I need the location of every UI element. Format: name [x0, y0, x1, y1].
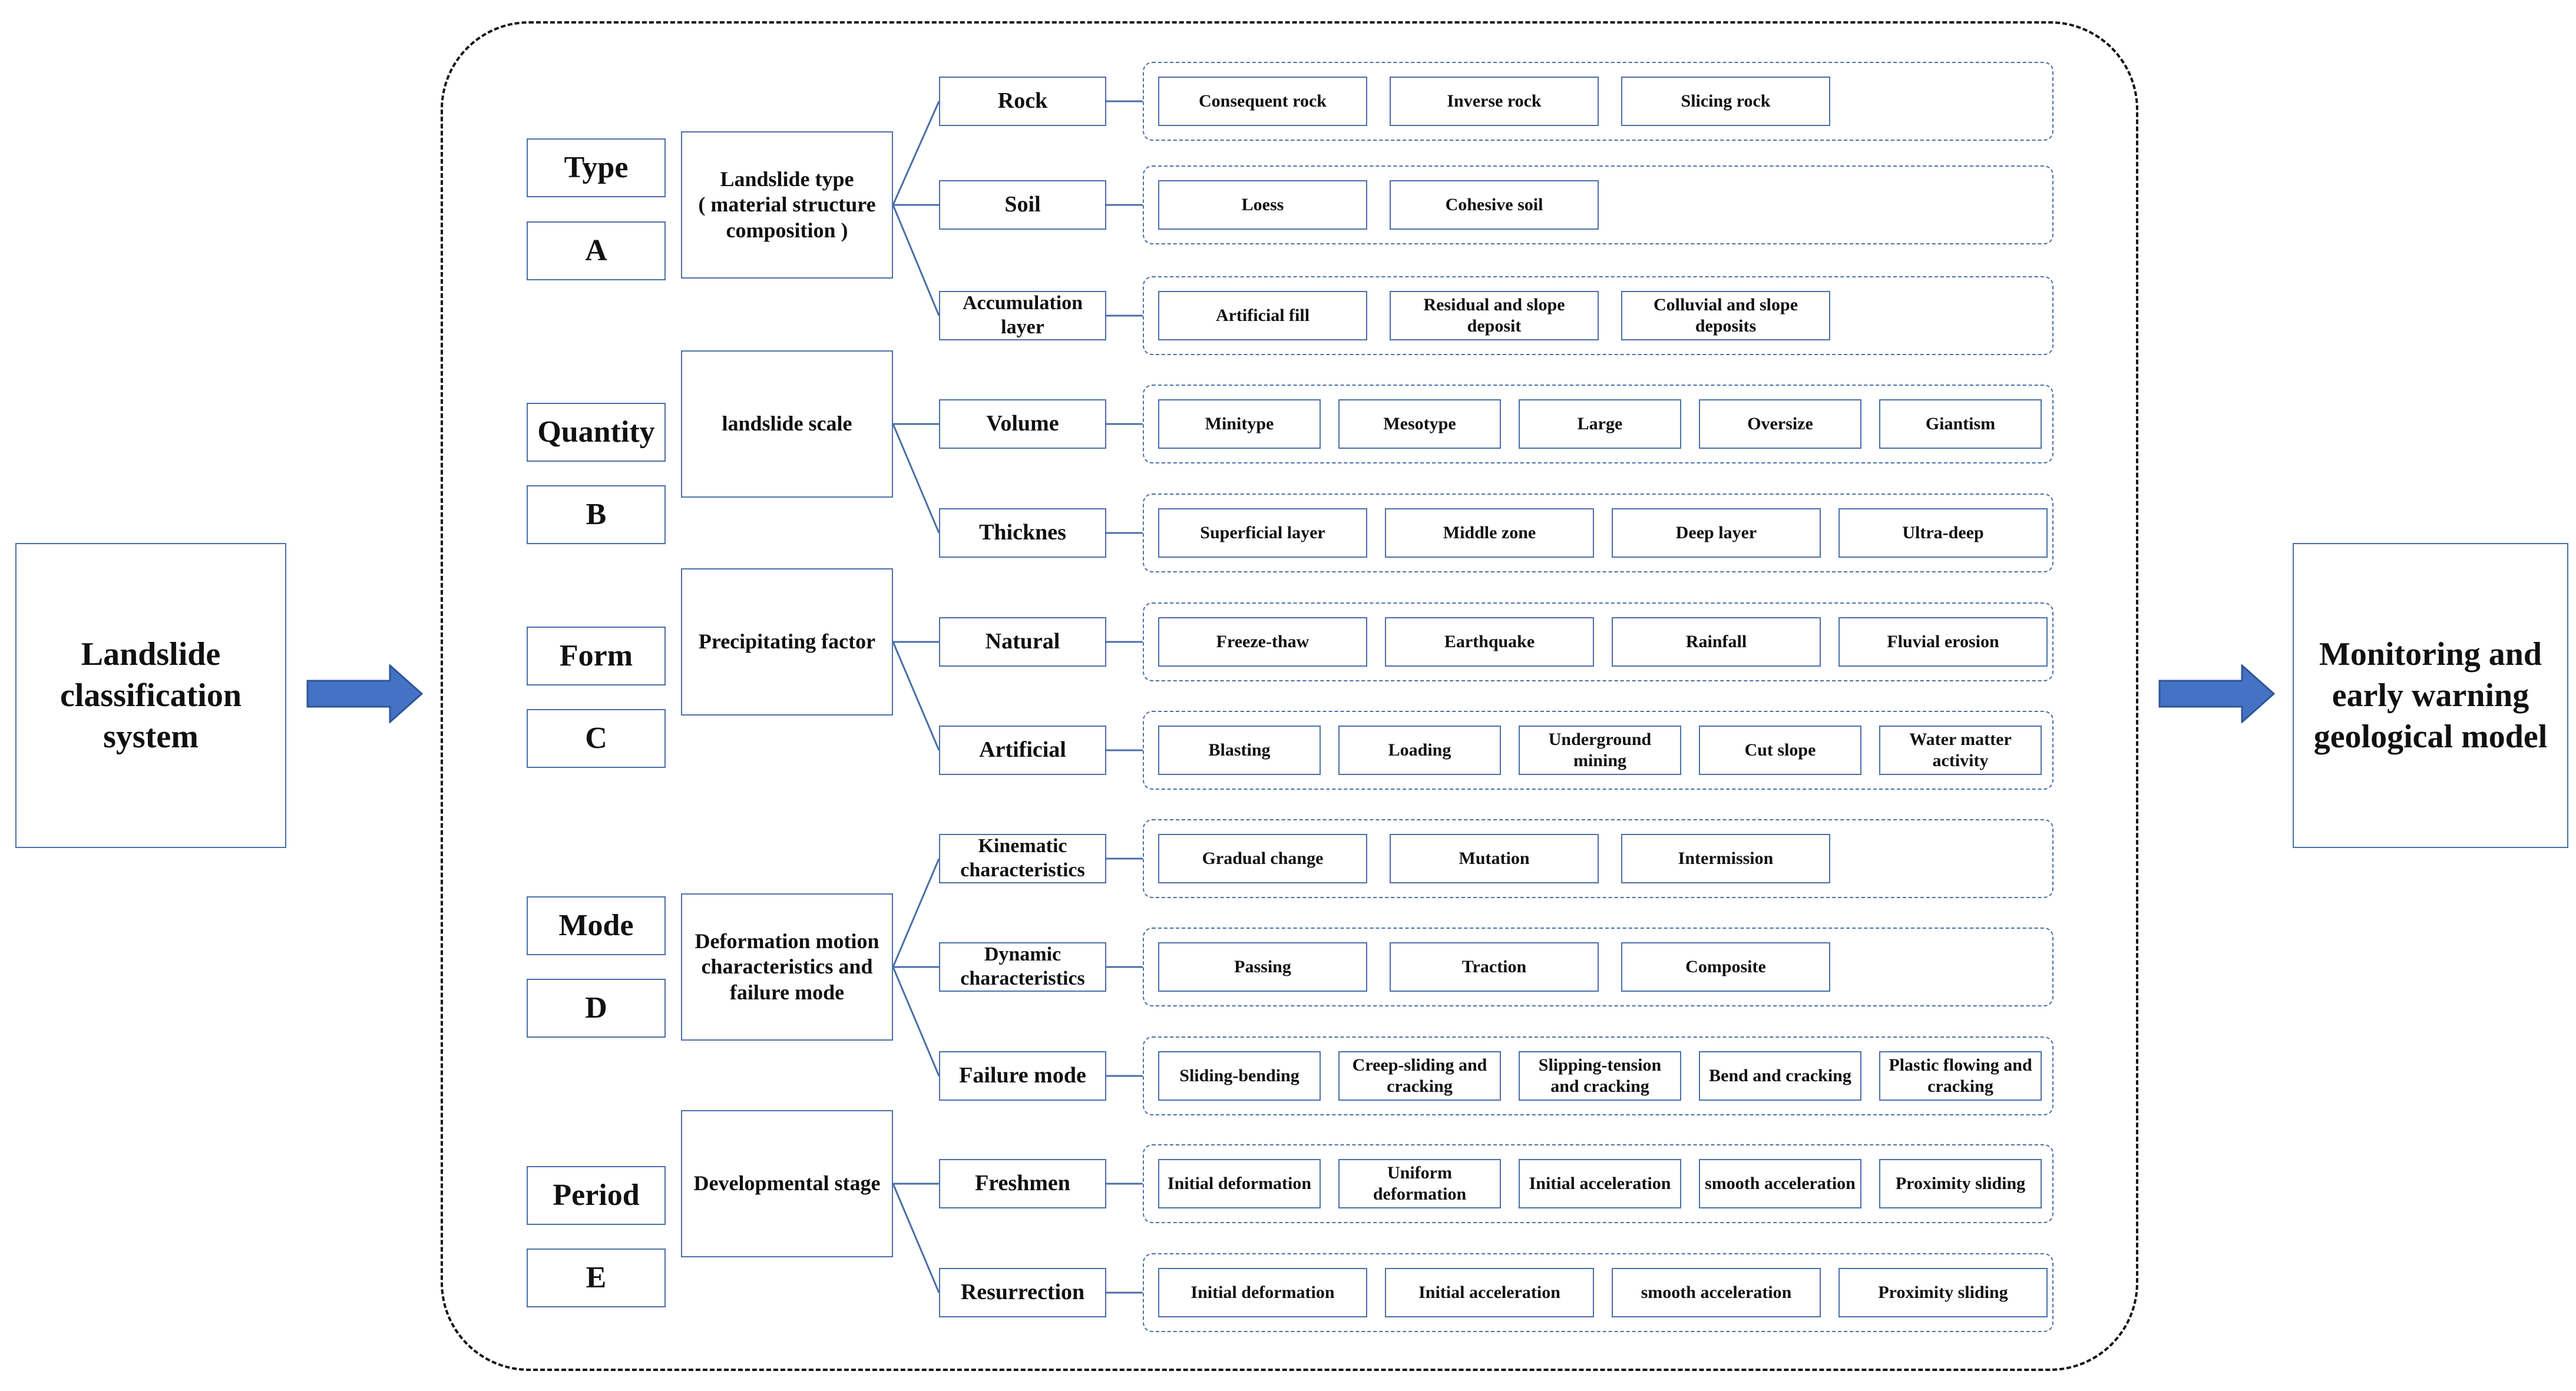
leaf-box: Middle zone	[1385, 508, 1594, 558]
subcategory-box: Precipitating factor	[681, 568, 893, 716]
connector-line	[892, 204, 940, 316]
leaf-box: Proximity sliding	[1879, 1159, 2042, 1208]
leaf-group	[1143, 276, 2053, 355]
leaf-group	[1143, 1253, 2053, 1332]
row-label-box: Accumulation layer	[939, 291, 1106, 340]
row-label-box: Natural	[939, 617, 1106, 667]
leaf-box: Initial deformation	[1158, 1268, 1367, 1317]
connector-line	[892, 641, 940, 751]
leaf-box: Colluvial and slope deposits	[1621, 291, 1830, 340]
row-label-box: Failure mode	[939, 1051, 1106, 1101]
row-label-box: Soil	[939, 180, 1106, 230]
leaf-box: Rainfall	[1612, 617, 1821, 667]
leaf-box: Oversize	[1699, 399, 1861, 449]
connector-line	[892, 423, 940, 534]
leaf-box: smooth acceleration	[1699, 1159, 1861, 1208]
leaf-group	[1143, 494, 2053, 572]
leaf-group	[1143, 1036, 2053, 1115]
leaf-group	[1143, 928, 2053, 1006]
row-label-box: Rock	[939, 77, 1106, 126]
leaf-box: Loess	[1158, 180, 1367, 230]
leaf-box: Giantism	[1879, 399, 2042, 449]
leaf-box: Creep-sliding and cracking	[1338, 1051, 1501, 1101]
leaf-group	[1143, 711, 2053, 790]
leaf-box: Passing	[1158, 942, 1367, 992]
classification-frame	[441, 21, 2138, 1371]
leaf-box: Superficial layer	[1158, 508, 1367, 558]
leaf-box: Cohesive soil	[1390, 180, 1599, 230]
category-letter-box: E	[527, 1248, 666, 1307]
leaf-box: Freeze-thaw	[1158, 617, 1367, 667]
right-arrow-icon	[2158, 664, 2276, 723]
connector-line	[892, 966, 940, 1077]
leaf-box: Uniform deformation	[1338, 1159, 1501, 1208]
leaf-box: Bend and cracking	[1699, 1051, 1861, 1101]
leaf-box: Blasting	[1158, 726, 1321, 775]
leaf-box: Slicing rock	[1621, 77, 1830, 126]
row-label-box: Resurrection	[939, 1268, 1106, 1317]
leaf-box: Inverse rock	[1390, 77, 1599, 126]
leaf-box: Consequent rock	[1158, 77, 1367, 126]
leaf-group	[1143, 62, 2053, 141]
category-box: Form	[527, 627, 666, 685]
leaf-group	[1143, 165, 2053, 244]
leaf-box: Gradual change	[1158, 834, 1367, 883]
leaf-box: Loading	[1338, 726, 1501, 775]
leaf-box: Underground mining	[1519, 726, 1681, 775]
leaf-box: Intermission	[1621, 834, 1830, 883]
row-label-box: Artificial	[939, 726, 1106, 775]
leaf-box: Plastic flowing and cracking	[1879, 1051, 2042, 1101]
category-letter-box: A	[527, 221, 666, 280]
leaf-box: Residual and slope deposit	[1390, 291, 1599, 340]
leaf-box: Sliding-bending	[1158, 1051, 1321, 1101]
category-letter-box: B	[527, 485, 666, 544]
leaf-box: Mutation	[1390, 834, 1599, 883]
leaf-box: Water matter activity	[1879, 726, 2042, 775]
row-label-box: Kinematic characteristics	[939, 834, 1106, 883]
category-box: Period	[527, 1166, 666, 1225]
subcategory-box: Landslide type ( material structure comp…	[681, 131, 893, 279]
leaf-box: Artificial fill	[1158, 291, 1367, 340]
subcategory-box: Deformation motion characteristics and f…	[681, 893, 893, 1041]
category-letter-box: D	[527, 979, 666, 1038]
leaf-box: Initial deformation	[1158, 1159, 1321, 1208]
connector-line	[892, 1183, 940, 1293]
leaf-group	[1143, 385, 2053, 463]
leaf-group	[1143, 602, 2053, 681]
category-box: Mode	[527, 896, 666, 955]
leaf-box: Slipping-tension and cracking	[1519, 1051, 1681, 1101]
category-box: Type	[527, 138, 666, 197]
subcategory-box: landslide scale	[681, 350, 893, 498]
leaf-box: Mesotype	[1338, 399, 1501, 449]
monitoring-model-box: Monitoring and early warning geological …	[2293, 543, 2568, 848]
row-label-box: Freshmen	[939, 1159, 1106, 1208]
leaf-box: Traction	[1390, 942, 1599, 992]
connector-line	[892, 858, 940, 968]
leaf-box: Earthquake	[1385, 617, 1594, 667]
leaf-box: Initial acceleration	[1519, 1159, 1681, 1208]
row-label-box: Volume	[939, 399, 1106, 449]
leaf-box: Composite	[1621, 942, 1830, 992]
leaf-box: Cut slope	[1699, 726, 1861, 775]
leaf-box: smooth acceleration	[1612, 1268, 1821, 1317]
connector-line	[892, 101, 940, 206]
leaf-box: Deep layer	[1612, 508, 1821, 558]
landslide-classification-system-box: Landslide classification system	[15, 543, 286, 848]
row-label-box: Thicknes	[939, 508, 1106, 558]
category-letter-box: C	[527, 709, 666, 768]
left-arrow-icon	[306, 664, 424, 723]
category-box: Quantity	[527, 403, 666, 462]
leaf-box: Fluvial erosion	[1838, 617, 2048, 667]
leaf-box: Minitype	[1158, 399, 1321, 449]
leaf-group	[1143, 819, 2053, 898]
row-label-box: Dynamic characteristics	[939, 942, 1106, 992]
leaf-group	[1143, 1144, 2053, 1223]
subcategory-box: Developmental stage	[681, 1110, 893, 1257]
leaf-box: Proximity sliding	[1838, 1268, 2048, 1317]
leaf-box: Ultra-deep	[1838, 508, 2048, 558]
leaf-box: Initial acceleration	[1385, 1268, 1594, 1317]
leaf-box: Large	[1519, 399, 1681, 449]
